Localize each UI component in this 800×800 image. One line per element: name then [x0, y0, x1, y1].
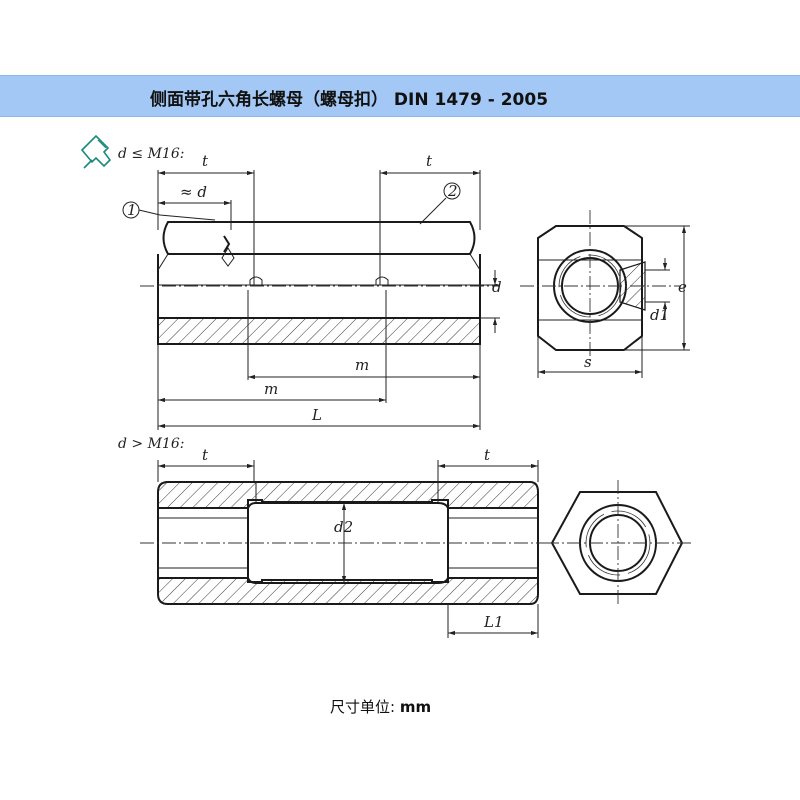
- dim-approx-d: ≈ d: [180, 183, 207, 201]
- dim-m-lower: m: [264, 380, 278, 398]
- page-title: 侧面带孔六角长螺母（螺母扣） DIN 1479 - 2005: [150, 90, 549, 110]
- dim-d2: d2: [334, 518, 353, 536]
- pushpin-icon: [80, 134, 112, 169]
- dim-d1: d1: [650, 306, 669, 324]
- case-small-label: d ≤ M16:: [118, 146, 184, 162]
- dim-m-upper: m: [355, 356, 369, 374]
- title-bar: 侧面带孔六角长螺母（螺母扣） DIN 1479 - 2005: [0, 75, 800, 117]
- dim-t-left-large: t: [202, 446, 209, 464]
- section-view-large: t t d2 L1: [140, 446, 556, 638]
- side-view-small: t ≈ d t 1 2 d m m L: [122, 152, 502, 430]
- dim-t-right: t: [426, 152, 433, 170]
- end-view-small: e d1 s: [520, 210, 690, 378]
- dim-e: e: [678, 278, 687, 296]
- dim-d: d: [492, 278, 502, 296]
- callout-2: 2: [447, 182, 458, 200]
- units-note: 尺寸单位: mm: [330, 696, 431, 717]
- units-value: mm: [399, 698, 432, 716]
- dim-t-right-large: t: [484, 446, 491, 464]
- dim-t-left: t: [202, 152, 209, 170]
- callout-1: 1: [127, 201, 137, 219]
- dim-L: L: [311, 406, 322, 424]
- dim-L1: L1: [483, 613, 504, 631]
- units-label: 尺寸单位:: [330, 698, 396, 716]
- case-large-label: d > M16:: [118, 436, 184, 452]
- end-view-large: [545, 480, 692, 606]
- dim-s: s: [584, 353, 592, 371]
